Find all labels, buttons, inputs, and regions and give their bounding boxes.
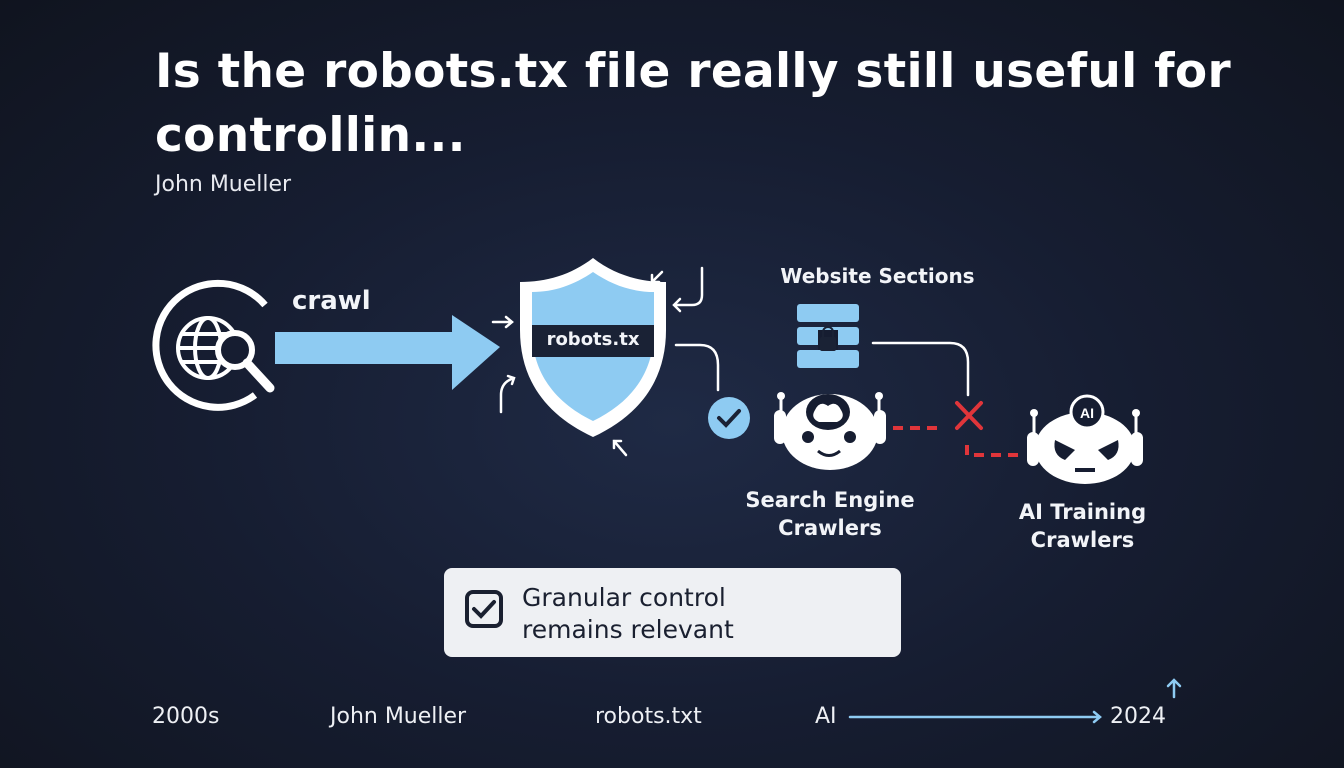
checkbox-icon (465, 590, 503, 628)
timeline-arrow (848, 678, 1182, 724)
ai-robot-icon (1027, 394, 1143, 484)
timeline-item: 2000s (152, 704, 220, 729)
ai-training-crawlers-label: AI Training Crawlers (1018, 500, 1147, 552)
ai-badge: AI (1080, 405, 1094, 421)
timeline-item: 2024 (1110, 704, 1166, 729)
search-engine-crawlers-label: Search Engine Crawlers (745, 488, 915, 540)
small-arrows (491, 266, 970, 457)
callout-box: Granular control remains relevant (444, 568, 901, 657)
deny-x-icon (955, 401, 983, 430)
callout-text: Granular control remains relevant (522, 583, 734, 644)
website-sections-label: Website Sections (780, 264, 975, 288)
crawl-arrow (275, 315, 500, 390)
robots-label: robots.tx (546, 329, 640, 350)
timeline-item: AI (815, 704, 837, 729)
check-circle-icon (708, 397, 750, 439)
search-engine-robot-icon (774, 392, 886, 470)
crawl-label: crawl (292, 286, 371, 316)
timeline-item: robots.txt (595, 704, 702, 729)
author-name: John Mueller (155, 172, 292, 197)
globe-search-icon (152, 279, 275, 411)
shield-icon (520, 258, 666, 437)
timeline-item: John Mueller (330, 704, 467, 729)
server-lock-icon (797, 304, 859, 368)
page-title: Is the robots.tx file really still usefu… (155, 44, 1231, 163)
deny-links (893, 426, 1020, 457)
